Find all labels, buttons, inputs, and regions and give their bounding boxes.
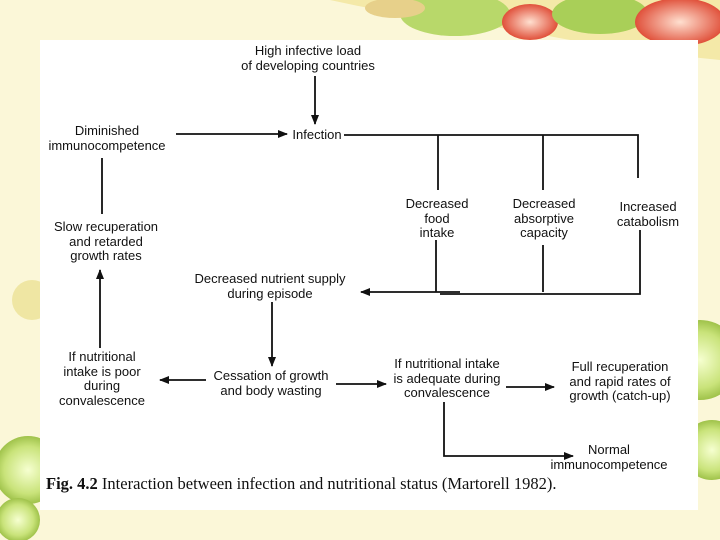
node-poor-intake: If nutritional intake is poor during con… — [59, 349, 145, 408]
node-decreased-nutrient-supply: Decreased nutrient supply during episode — [194, 271, 346, 301]
node-decreased-absorptive-capacity: Decreased absorptive capacity — [512, 196, 576, 240]
figure-label: Fig. 4.2 — [46, 474, 98, 493]
figure-caption-text: Interaction between infection and nutrit… — [101, 474, 557, 493]
node-high-infective-load: High infective load of developing countr… — [241, 43, 375, 73]
node-adequate-intake: If nutritional intake is adequate during… — [393, 356, 501, 400]
node-infection: Infection — [292, 127, 342, 142]
diagram-connectors — [96, 76, 641, 460]
node-normal-immunocompetence: Normal immunocompetence — [550, 442, 668, 472]
node-decreased-food-intake: Decreased food intake — [405, 196, 469, 240]
node-increased-catabolism: Increased catabolism — [616, 199, 680, 229]
infection-branch-bus — [344, 134, 639, 178]
arrow-adequate-to-normal — [443, 402, 574, 460]
figure-caption: Fig. 4.2 Interaction between infection a… — [46, 474, 556, 494]
node-full-recuperation: Full recuperation and rapid rates of gro… — [569, 359, 671, 403]
catab-to-bus — [440, 230, 641, 295]
flow-diagram: High infective load of developing countr… — [40, 40, 698, 510]
node-cessation-of-growth: Cessation of growth and body wasting — [213, 368, 329, 398]
node-slow-recuperation: Slow recuperation and retarded growth ra… — [53, 219, 159, 263]
node-diminished-immunocompetence: Diminished immunocompetence — [48, 123, 166, 153]
